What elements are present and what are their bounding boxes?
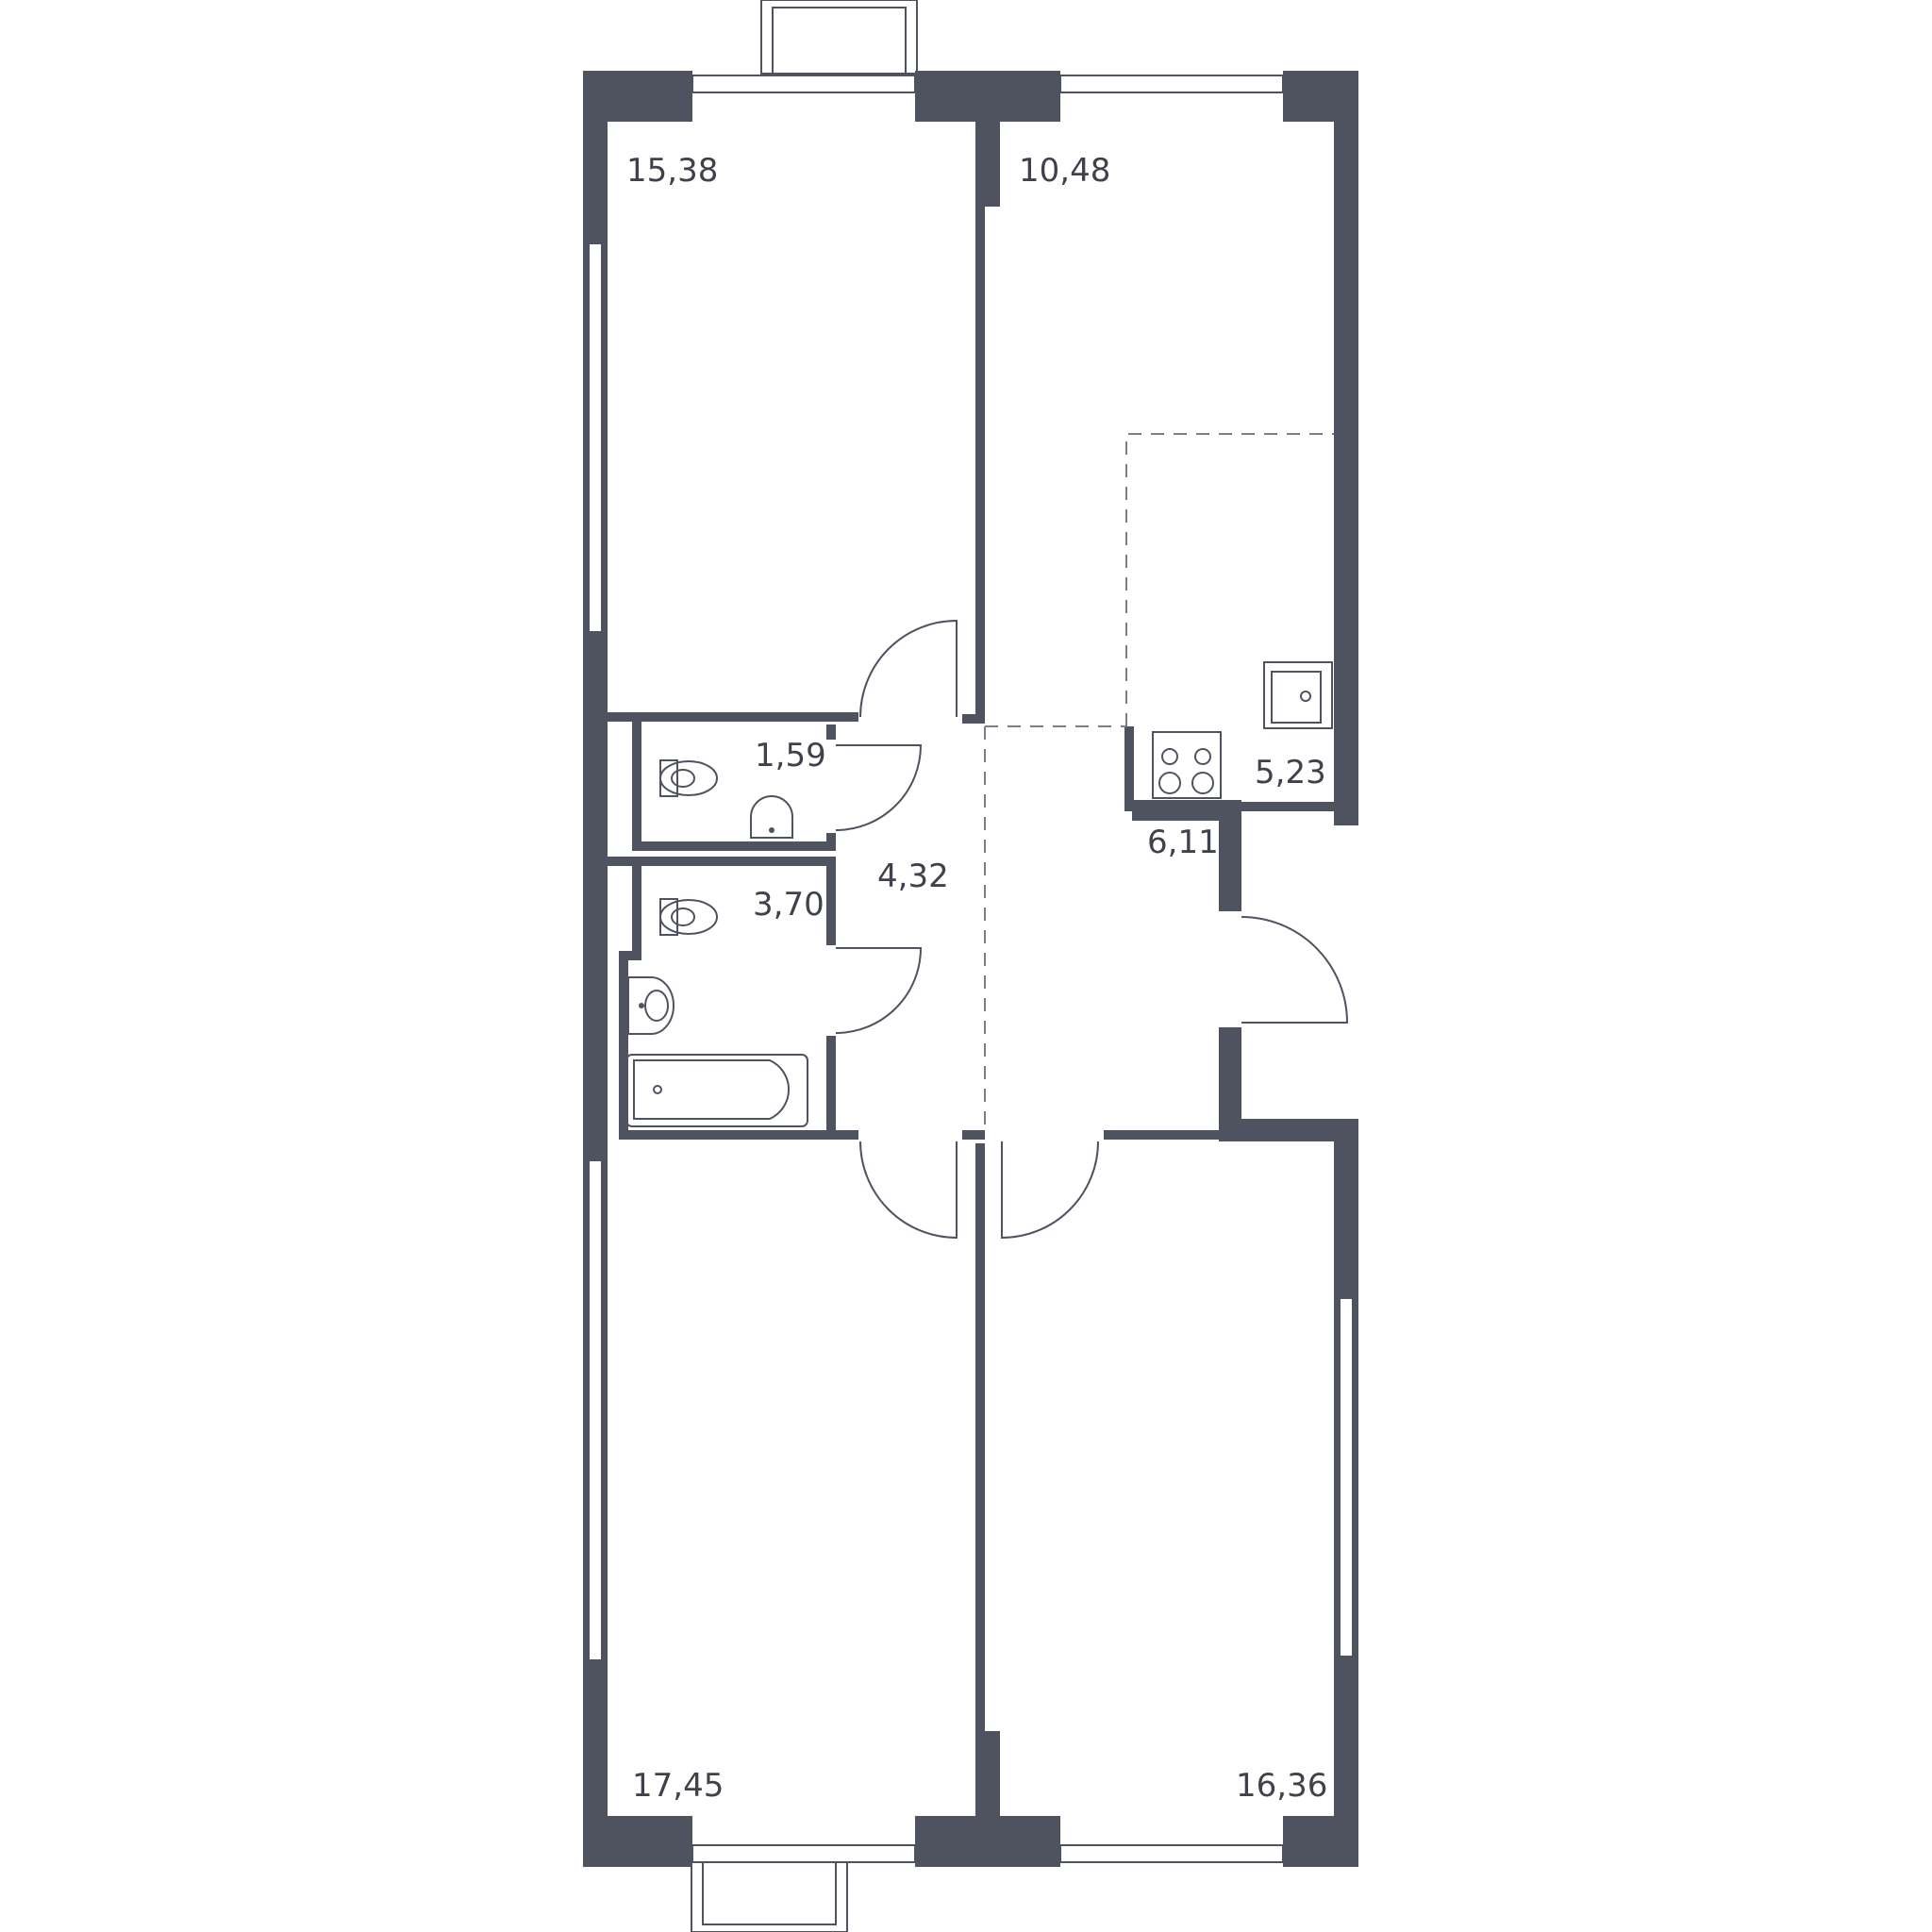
zone-lines: [984, 433, 1334, 1130]
stove-icon: [1152, 731, 1222, 799]
room-area-kitchen-living: 10,48: [1019, 152, 1110, 190]
kitchen-sink-icon: [1263, 661, 1333, 729]
room-area-bedroom-top-left: 15,38: [626, 152, 718, 190]
room-area-bedroom-bottom-right: 16,36: [1236, 1767, 1327, 1805]
room-area-bathroom: 3,70: [753, 886, 824, 924]
washbasin-icon: [627, 976, 675, 1035]
outer-walls: [583, 71, 1358, 1867]
balcony-top: [760, 0, 918, 75]
bathtub-icon: [625, 1054, 808, 1127]
room-area-corridor: 4,32: [877, 858, 949, 895]
toilet-bowl-icon-2: [659, 898, 718, 936]
room-area-kitchen-zone: 5,23: [1255, 754, 1326, 791]
room-area-bedroom-bottom-left: 17,45: [632, 1767, 724, 1805]
toilet-bowl-icon: [659, 759, 718, 797]
room-area-toilet: 1,59: [755, 737, 826, 774]
interior-walls: [608, 122, 1358, 1816]
sink-small-icon: [750, 795, 793, 839]
windows: [588, 75, 1354, 1863]
room-area-hall: 6,11: [1147, 824, 1219, 861]
doors: [835, 619, 1349, 1240]
